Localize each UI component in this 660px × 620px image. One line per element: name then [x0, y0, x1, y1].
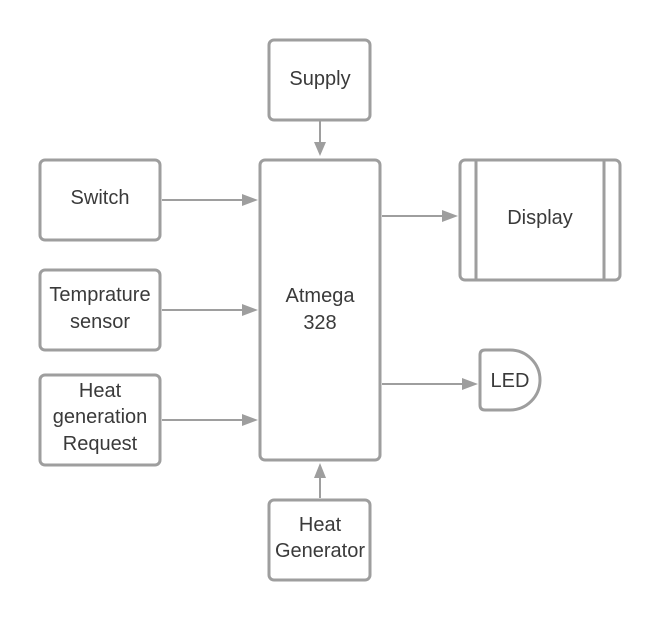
edge-switch-to-mcu [162, 194, 258, 206]
edge-request-to-mcu [162, 414, 258, 426]
heat-request-block[interactable]: Heat generation Request [38, 373, 162, 467]
temperature-sensor-label-line1: Temprature [49, 284, 150, 306]
display-block[interactable]: Display [458, 158, 622, 282]
temperature-sensor-label-line2: sensor [70, 311, 130, 333]
led-block[interactable]: LED [478, 348, 542, 412]
edge-sensor-to-mcu [162, 304, 258, 316]
display-label: Display [507, 207, 573, 229]
heat-request-label-line3: Request [63, 433, 138, 455]
heat-request-label-line1: Heat [79, 380, 122, 402]
edge-supply-to-mcu [314, 121, 326, 156]
led-shape [478, 348, 542, 412]
supply-block[interactable]: Supply [267, 38, 372, 122]
switch-block[interactable]: Switch [38, 158, 162, 242]
supply-label: Supply [289, 68, 350, 90]
edge-mcu-to-display [382, 210, 458, 222]
heat-generator-label-line2: Generator [275, 540, 365, 562]
switch-label: Switch [71, 187, 130, 209]
edge-mcu-to-led [382, 378, 478, 390]
mcu-label-line2: 328 [303, 312, 336, 334]
led-label: LED [491, 370, 530, 392]
temperature-sensor-block[interactable]: Temprature sensor [38, 268, 162, 352]
heat-generator-label-line1: Heat [299, 514, 342, 536]
edge-heat-generator-to-mcu [314, 463, 326, 498]
mcu-label-line1: Atmega [286, 285, 356, 307]
mcu-block[interactable]: Atmega 328 [258, 158, 382, 462]
heat-generator-block[interactable]: Heat Generator [267, 498, 372, 582]
heat-request-label-line2: generation [53, 406, 148, 428]
